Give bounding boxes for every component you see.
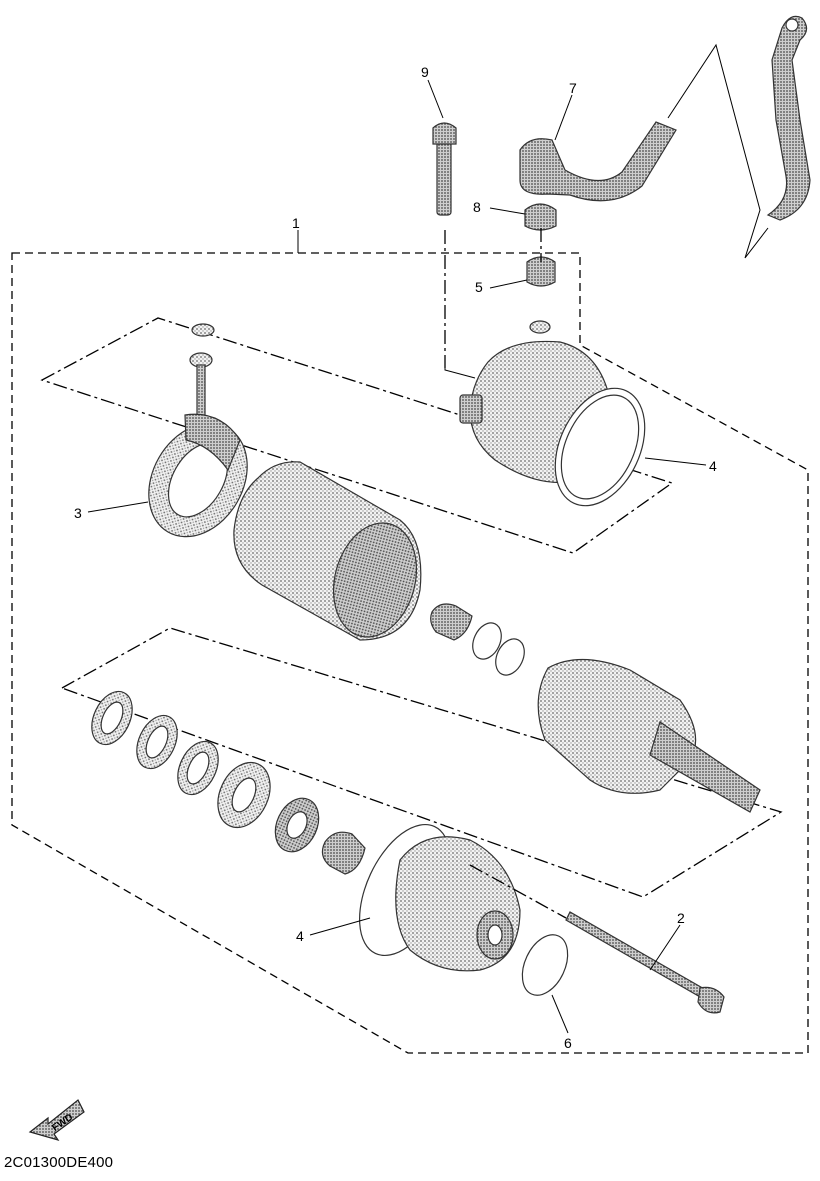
upper-alignment-frame — [40, 317, 674, 554]
assembly-boundary — [11, 252, 809, 1054]
leader-4b — [309, 917, 371, 936]
callout-2: 2 — [677, 910, 685, 926]
washer-mid-a — [472, 622, 502, 660]
leader-2 — [649, 924, 681, 971]
part-6-oring — [521, 934, 569, 996]
bearing — [274, 797, 320, 853]
callout-1: 1 — [292, 215, 300, 231]
callout-4-upper: 4 — [709, 458, 717, 474]
armature — [537, 658, 761, 813]
leader-6 — [551, 994, 569, 1034]
part-2-through-bolt — [565, 911, 725, 1014]
shim-c-hole — [186, 751, 210, 785]
washer-upper-a — [191, 323, 215, 337]
leader-9 — [427, 79, 444, 119]
part-5-nut — [526, 256, 556, 287]
brush-holder-stud — [196, 364, 206, 416]
terminal-axis-line — [444, 368, 476, 379]
part-3-brush-plate — [148, 413, 248, 538]
leader-5 — [489, 279, 528, 289]
leader-3 — [87, 501, 149, 513]
shim-a-hole — [100, 701, 124, 735]
lower-alignment-frame — [60, 627, 783, 898]
through-bolt-axis — [469, 864, 567, 919]
part-9-bolt — [432, 122, 457, 216]
part-8-nut — [524, 203, 557, 231]
lock-plate — [217, 761, 271, 829]
motor-yoke — [233, 461, 422, 641]
callout-6: 6 — [564, 1035, 572, 1051]
callout-9: 9 — [421, 64, 429, 80]
callout-3: 3 — [74, 505, 82, 521]
callout-7: 7 — [569, 80, 577, 96]
bushing — [430, 603, 473, 641]
fwd-arrow-icon: FWD — [28, 1099, 85, 1142]
leader-4a — [644, 457, 707, 466]
drawing-code: 2C01300DE400 — [4, 1154, 114, 1171]
washer-small — [529, 320, 551, 334]
callout-4-lower: 4 — [296, 928, 304, 944]
sleeve — [321, 831, 366, 875]
callout-8: 8 — [473, 199, 481, 215]
callout-5: 5 — [475, 279, 483, 295]
leader-7 — [554, 94, 573, 141]
shim-b-hole — [145, 725, 169, 759]
front-cover — [395, 836, 521, 972]
leader-8 — [489, 207, 526, 215]
oring-upper-inner — [560, 394, 640, 500]
washer-mid-b — [495, 638, 525, 676]
part-7-lead-wire — [519, 15, 811, 259]
